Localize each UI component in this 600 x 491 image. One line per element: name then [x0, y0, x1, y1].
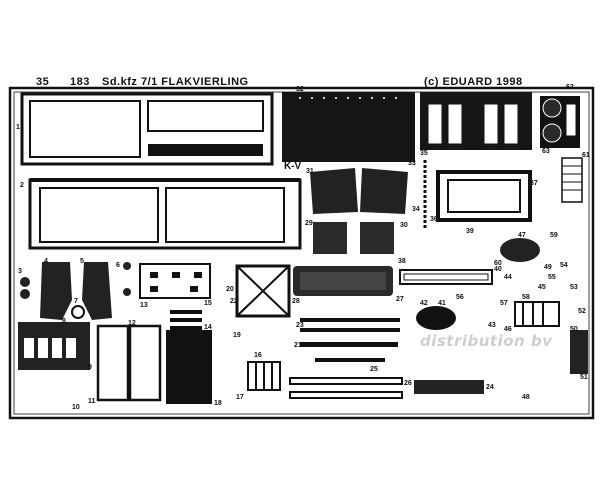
part-number: 51 — [580, 374, 588, 381]
part-32-grille — [282, 92, 415, 162]
part-number: 11 — [88, 398, 96, 405]
part-41-handle — [416, 306, 456, 330]
part-number: 4 — [44, 258, 48, 265]
part-number: 58 — [522, 294, 530, 301]
part-number: 41 — [438, 300, 446, 307]
part-14-rails — [170, 310, 202, 330]
part-number: 28 — [292, 298, 300, 305]
part-number: 14 — [204, 324, 212, 331]
part-number: 19 — [233, 332, 241, 339]
part-number: 40 — [494, 266, 502, 273]
part-22-crate — [235, 264, 291, 318]
part-number: 31 — [306, 168, 314, 175]
part-number: 45 — [538, 284, 546, 291]
part-number: 61 — [582, 152, 590, 159]
part-number: 55 — [548, 274, 556, 281]
part-16-rack — [247, 361, 281, 391]
part-number: 22 — [230, 298, 238, 305]
part-number: 33 — [408, 160, 416, 167]
sheet-number: 35 — [36, 76, 50, 88]
part-number: 16 — [254, 352, 262, 359]
part-number: 26 — [404, 380, 412, 387]
part-number: 34 — [412, 206, 420, 213]
set-number: 183 — [70, 76, 90, 88]
copyright-text: (c) EDUARD 1998 — [424, 76, 523, 88]
part-number: 56 — [456, 294, 464, 301]
part-24-bar — [414, 380, 484, 394]
part-number: 30 — [400, 222, 408, 229]
part-31-mesh — [310, 168, 408, 254]
part-2-side-panel — [28, 178, 302, 250]
part-number: 44 — [504, 274, 512, 281]
part-number: 54 — [560, 262, 568, 269]
part-18-box — [166, 330, 212, 404]
fret-title: Sd.kfz 7/1 FLAKVIERLING — [102, 76, 249, 88]
kv-marking: K-V — [284, 161, 302, 172]
part-number: 36 — [430, 216, 438, 223]
part-number: 37 — [530, 180, 538, 187]
part-23-rods — [300, 318, 400, 362]
part-number: 62 — [566, 84, 574, 91]
part-51-grate — [570, 330, 588, 374]
part-1-hood-panel — [20, 92, 274, 166]
part-28-plate — [293, 266, 393, 296]
part-number: 2 — [20, 182, 24, 189]
part-number: 9 — [88, 364, 92, 371]
fret-frame — [8, 86, 595, 420]
part-33-louvres — [420, 92, 532, 150]
part-number: 21 — [294, 342, 302, 349]
watermark: distribution bv — [420, 332, 553, 350]
part-37-windscreen — [423, 160, 532, 230]
part-number: 1 — [16, 124, 20, 131]
part-number: 17 — [236, 394, 244, 401]
part-4-5-brackets — [20, 262, 131, 320]
part-number: 59 — [550, 232, 558, 239]
part-number: 47 — [518, 232, 526, 239]
part-62-lights — [540, 96, 580, 148]
part-number: 12 — [128, 320, 136, 327]
part-61-ladder — [561, 157, 583, 203]
part-12-doors — [96, 324, 162, 402]
part-13-plate — [139, 263, 211, 299]
part-number: 39 — [466, 228, 474, 235]
part-number: 50 — [570, 326, 578, 333]
part-number: 48 — [522, 394, 530, 401]
part-number: 49 — [544, 264, 552, 271]
part-number: 29 — [305, 220, 313, 227]
part-number: 5 — [80, 258, 84, 265]
part-number: 46 — [504, 326, 512, 333]
part-number: 3 — [18, 268, 22, 275]
part-number: 15 — [204, 300, 212, 307]
part-number: 27 — [396, 296, 404, 303]
part-number: 6 — [116, 262, 120, 269]
part-8-grate — [18, 322, 90, 370]
part-number: 35 — [420, 150, 428, 157]
part-number: 60 — [494, 260, 502, 267]
part-number: 32 — [296, 86, 304, 93]
part-number: 53 — [570, 284, 578, 291]
part-number: 24 — [486, 384, 494, 391]
part-number: 8 — [62, 318, 66, 325]
part-number: 7 — [74, 298, 78, 305]
part-number: 52 — [578, 308, 586, 315]
part-number: 13 — [140, 302, 148, 309]
part-number: 43 — [488, 322, 496, 329]
part-number: 25 — [370, 366, 378, 373]
part-number: 10 — [72, 404, 80, 411]
part-number: 23 — [296, 322, 304, 329]
part-number: 20 — [226, 286, 234, 293]
part-number: 18 — [214, 400, 222, 407]
part-number: 38 — [398, 258, 406, 265]
part-number: 57 — [500, 300, 508, 307]
part-26-strips — [289, 377, 403, 399]
part-number: 63 — [542, 148, 550, 155]
part-number: 42 — [420, 300, 428, 307]
part-47-oval — [500, 238, 540, 262]
part-58-rack — [514, 301, 560, 327]
part-60-plate — [399, 269, 493, 285]
